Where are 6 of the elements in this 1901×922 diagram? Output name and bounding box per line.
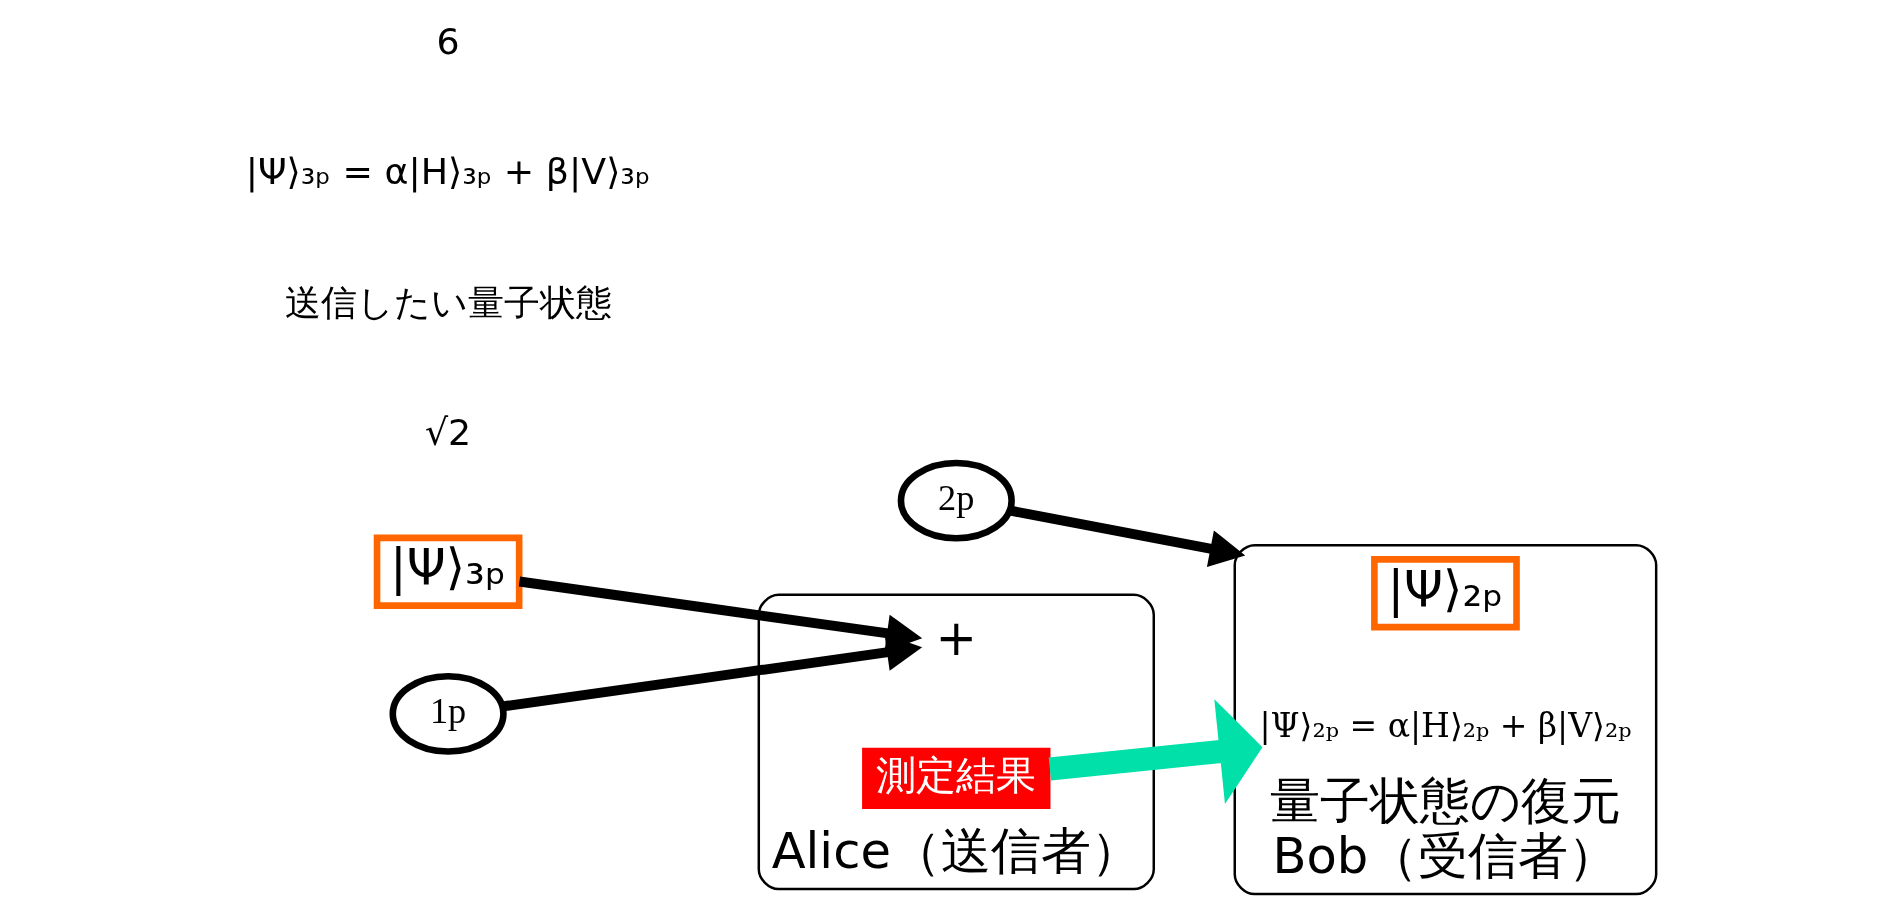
label: √2	[424, 411, 472, 455]
label: 6	[436, 19, 460, 63]
label: |Ψ⟩₃ₚ = α|H⟩₃ₚ + β|V⟩₃ₚ	[245, 150, 651, 194]
label: 送信したい量子状態	[284, 280, 612, 324]
node-text: |Ψ⟩₂ₚ = α|H⟩₂ₚ + β|V⟩₂ₚ	[1259, 705, 1632, 745]
node-text: +	[935, 609, 978, 668]
